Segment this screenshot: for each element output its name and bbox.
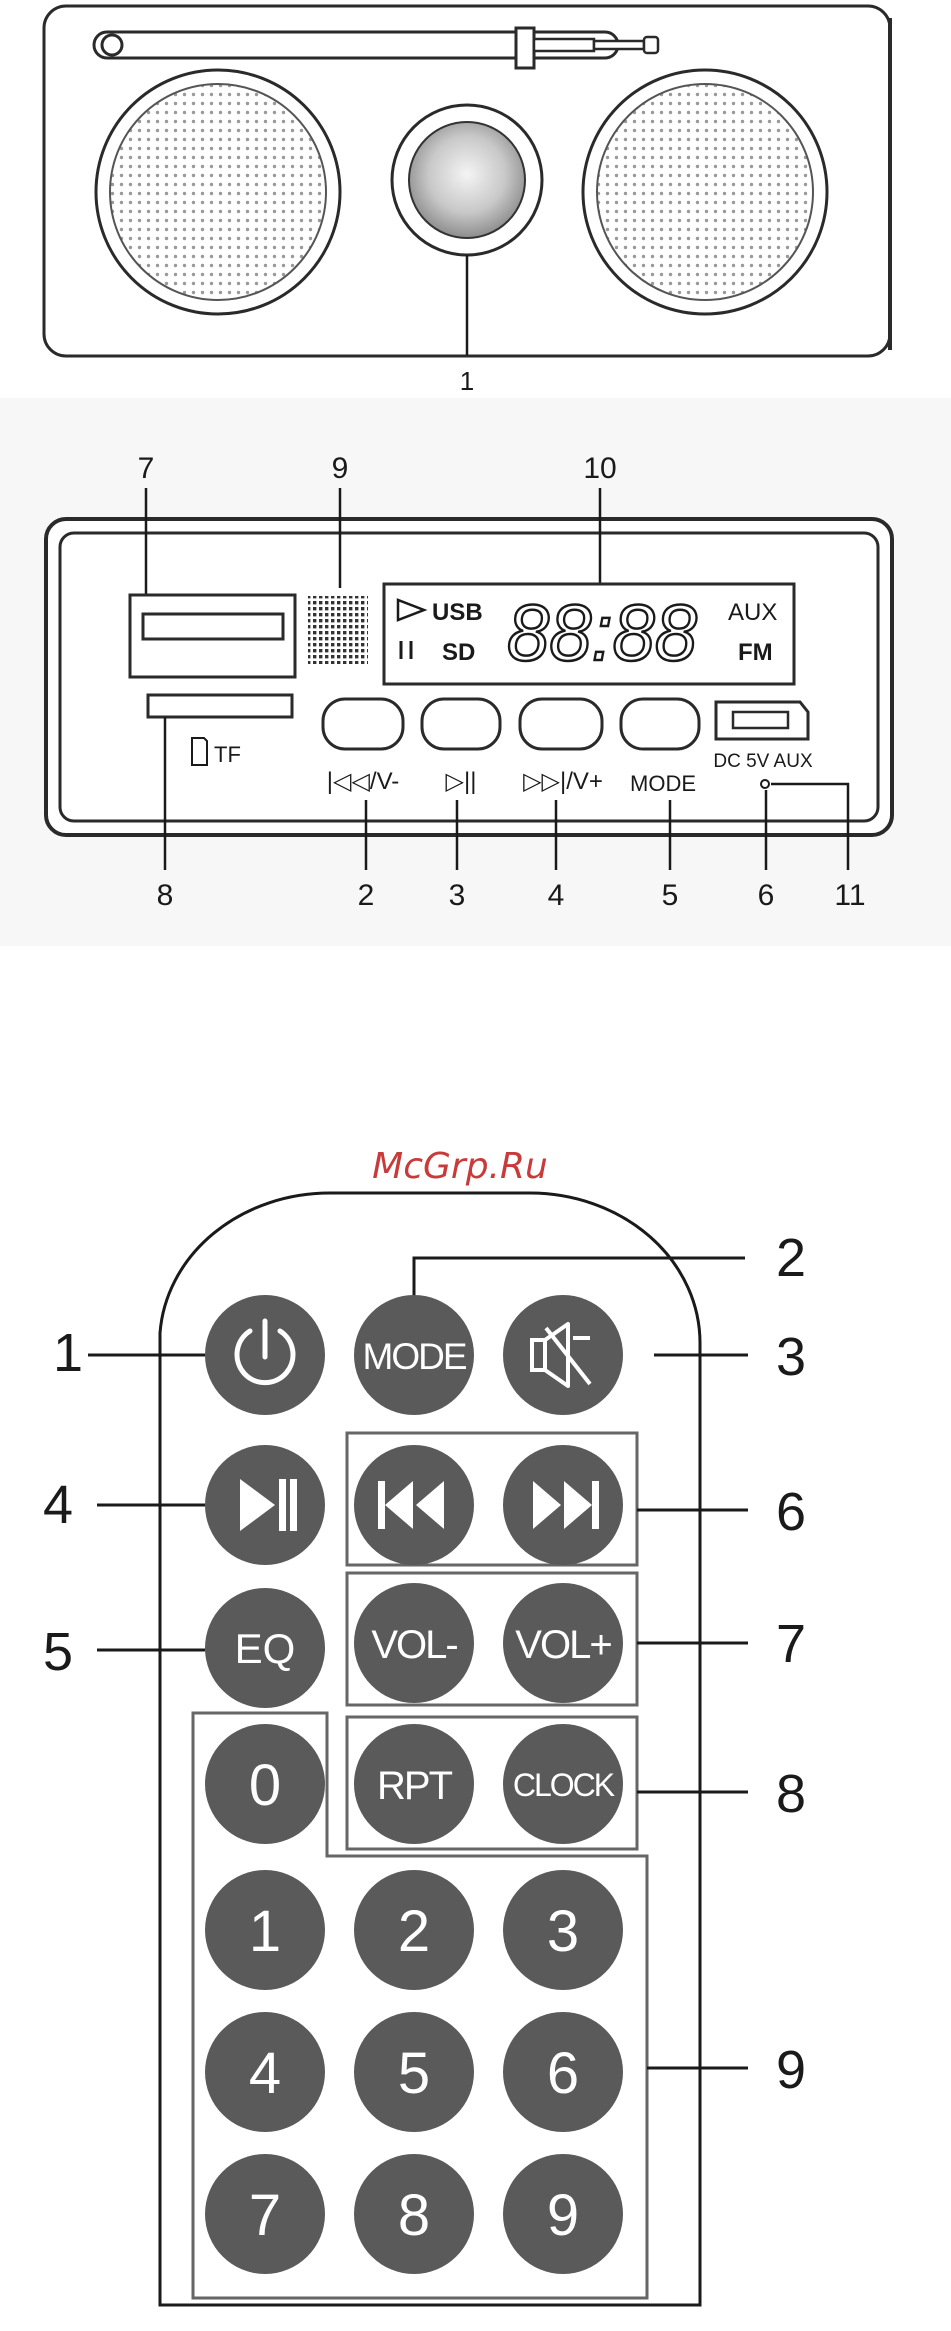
remote-callout-2: 2 [776, 1228, 806, 1288]
label-prev-vol: |◁◁/V- [327, 768, 400, 795]
eq-button[interactable]: EQ [205, 1588, 325, 1708]
right-speaker [583, 70, 827, 314]
panel-next-vol-up-button[interactable] [520, 699, 602, 749]
repeat-label: RPT [377, 1764, 453, 1808]
remote-callout-5: 5 [43, 1622, 73, 1682]
digit-3-button[interactable]: 3 [503, 1870, 623, 1990]
previous-button[interactable] [354, 1445, 474, 1565]
clock-label: CLOCK [513, 1767, 615, 1803]
lcd-display: USB SD 88:88 AUX FM [384, 584, 794, 684]
left-speaker [96, 70, 340, 314]
callout-9: 9 [332, 452, 349, 485]
digit-2-label: 2 [398, 1899, 430, 1964]
digit-6-label: 6 [547, 2041, 579, 2106]
callout-4: 4 [548, 879, 565, 912]
tf-card-slot[interactable] [148, 695, 292, 717]
remote-callout-3: 3 [776, 1327, 806, 1387]
tf-label: TF [214, 742, 241, 767]
digit-0-label: 0 [249, 1753, 281, 1818]
digit-9-button[interactable]: 9 [503, 2154, 623, 2274]
sd-card-icon [192, 738, 207, 765]
digit-5-label: 5 [398, 2041, 430, 2106]
digit-8-button[interactable]: 8 [354, 2154, 474, 2274]
remote-callout-1: 1 [53, 1323, 83, 1383]
next-button[interactable] [503, 1445, 623, 1565]
usb-slot[interactable] [130, 595, 295, 677]
digit-5-button[interactable]: 5 [354, 2012, 474, 2132]
digit-1-label: 1 [249, 1899, 281, 1964]
callout-10: 10 [583, 452, 616, 485]
mode-button-label: MODE [363, 1336, 467, 1377]
callout-7: 7 [138, 452, 155, 485]
digit-6-button[interactable]: 6 [503, 2012, 623, 2132]
digit-0-button[interactable]: 0 [205, 1724, 325, 1844]
label-mode: MODE [630, 771, 696, 796]
watermark: McGrp.Ru [372, 1146, 548, 1187]
digit-4-button[interactable]: 4 [205, 2012, 325, 2132]
vol-plus-button[interactable]: VOL+ [503, 1583, 623, 1703]
label-dc-aux: DC 5V AUX [713, 751, 813, 772]
callout-11: 11 [834, 879, 865, 912]
digit-9-label: 9 [547, 2183, 579, 2248]
digit-7-label: 7 [249, 2183, 281, 2248]
repeat-button[interactable]: RPT [354, 1724, 474, 1844]
digit-4-label: 4 [249, 2041, 281, 2106]
eq-button-label: EQ [235, 1625, 296, 1672]
dc-aux-port[interactable] [716, 702, 808, 739]
remote-control-figure: 1 2 3 4 5 6 7 8 9 MODE [43, 1193, 806, 2305]
display-usb: USB [432, 599, 483, 626]
vol-minus-button[interactable]: VOL- [354, 1583, 474, 1703]
digit-1-button[interactable]: 1 [205, 1870, 325, 1990]
play-pause-button[interactable] [205, 1445, 325, 1565]
label-play-pause: ▷|| [446, 768, 477, 795]
display-fm: FM [738, 639, 773, 666]
vol-minus-label: VOL- [371, 1623, 457, 1667]
remote-callout-8: 8 [776, 1764, 806, 1824]
digit-2-button[interactable]: 2 [354, 1870, 474, 1990]
label-next-vol: ▷▷|/V+ [523, 768, 603, 795]
vol-plus-label: VOL+ [515, 1623, 611, 1667]
display-sd: SD [442, 639, 475, 666]
mode-button[interactable]: MODE [354, 1295, 474, 1415]
callout-3: 3 [449, 879, 466, 912]
volume-knob[interactable] [392, 105, 542, 255]
radio-front-figure: 1 [44, 6, 890, 396]
power-button[interactable] [205, 1295, 325, 1415]
panel-play-pause-button[interactable] [422, 699, 500, 749]
display-aux: AUX [728, 599, 777, 626]
display-digits: 88:88 [507, 588, 697, 677]
callout-5: 5 [662, 879, 679, 912]
panel-prev-vol-down-button[interactable] [323, 699, 403, 749]
control-panel-figure: 7 9 10 USB SD 88:88 AUX FM [0, 398, 951, 946]
remote-callout-9: 9 [776, 2040, 806, 2100]
callout-6: 6 [758, 879, 775, 912]
remote-callout-7: 7 [776, 1614, 806, 1674]
digit-8-label: 8 [398, 2183, 430, 2248]
ir-sensor-dots [308, 596, 368, 664]
callout-1: 1 [460, 366, 474, 396]
mute-button[interactable] [503, 1295, 623, 1415]
remote-callout-4: 4 [43, 1475, 73, 1535]
aux-jack-icon [761, 780, 769, 788]
clock-button[interactable]: CLOCK [503, 1724, 623, 1844]
digit-3-label: 3 [547, 1899, 579, 1964]
digit-7-button[interactable]: 7 [205, 2154, 325, 2274]
callout-8: 8 [157, 879, 174, 912]
callout-2: 2 [358, 879, 375, 912]
remote-callout-6: 6 [776, 1482, 806, 1542]
panel-mode-button[interactable] [621, 699, 699, 749]
